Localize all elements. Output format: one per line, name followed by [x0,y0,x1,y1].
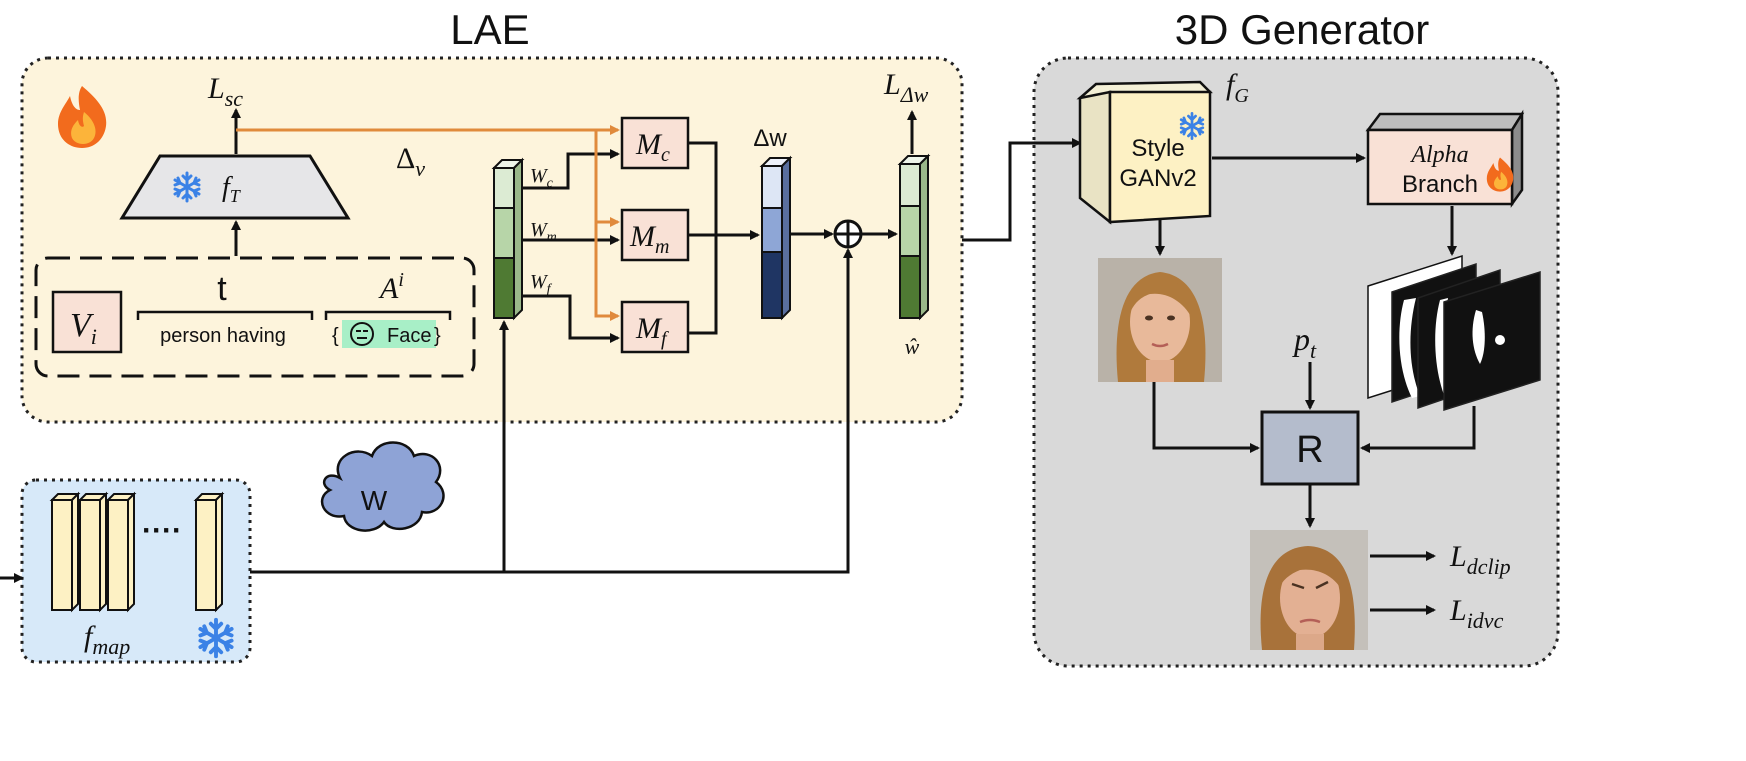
neutral-face-icon [350,322,374,346]
w-cloud-label: W [361,485,388,516]
add-node [833,219,863,249]
renderer-label: R [1296,429,1323,471]
text-encoder-block [119,154,351,220]
alpha-masks-icon [1367,254,1541,412]
mapping-dots: ···· [142,514,182,547]
alpha-line2: Branch [1402,171,1478,198]
w-f-label: Wf [530,271,553,297]
face-portrait-icon [1098,258,1222,382]
lae-panel [20,56,964,424]
m-f-box [620,300,690,354]
person-having-text: person having [160,325,286,347]
m-m-box [620,208,690,262]
alpha-branch-block [1365,109,1525,208]
stylegan-block [1076,80,1213,225]
arrow-masks-to-r [1360,406,1476,453]
w-c-label: Wc [530,165,554,191]
delta-w-label: Δw [753,125,787,152]
arrow-wc-to-mc [522,149,620,190]
loss-dclip-label: Ldclip [1449,540,1511,579]
loss-sc-label: Lsc [207,72,243,111]
v-i-box [51,290,123,354]
w-latent-stack [491,157,525,321]
generator-title: 3D Generator [1175,6,1429,53]
stylegan-line1: Style [1131,135,1184,162]
edited-face-icon [1250,530,1368,650]
arrow-face-to-r [1152,382,1260,453]
alpha-line1: Alpha [1409,142,1468,168]
m-m-label: Mm [629,220,669,258]
face-word: Face [387,325,431,347]
face-open-brace: { [332,325,339,347]
p-t-label: pt [1292,321,1317,363]
w-m-label: Wm [530,219,557,245]
t-label: t [217,270,227,308]
t-brace [136,310,314,320]
mapping-layers [49,491,225,613]
arrow-what-to-stylegan [962,138,1082,242]
w-hat-stack [897,153,931,321]
arrow-wf-to-mf [522,294,620,343]
m-c-label: Mc [635,128,670,166]
a-i-label: Ai [378,269,404,305]
renderer-box [1260,410,1360,486]
m-f-label: Mf [635,312,669,350]
a-i-brace [324,310,452,320]
delta-w-stack [759,155,793,321]
text-input-box [34,256,476,378]
delta-v-label: Δv [396,142,425,181]
w-space-cloud [320,441,445,532]
face-close-brace: } [434,325,441,347]
loss-dw-label: LΔw [883,68,929,107]
stylegan-line2: GANv2 [1119,165,1196,192]
m-c-box [620,116,690,170]
lae-title: LAE [450,6,529,53]
f-map-label: fmap [84,620,130,659]
loss-idvc-label: Lidvc [1449,594,1504,633]
f-t-label: fT [222,172,242,206]
w-hat-label: ŵ [905,334,920,359]
arrow-mapping-to-plus [250,248,853,574]
m-output-merge [688,141,718,335]
